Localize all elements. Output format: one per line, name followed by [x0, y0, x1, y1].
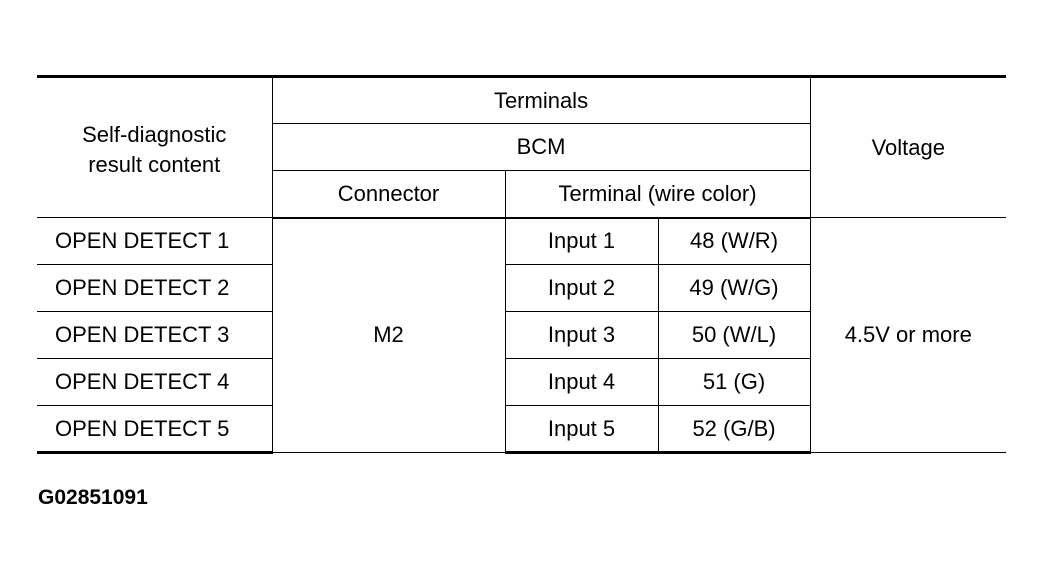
result-cell: OPEN DETECT 4	[37, 358, 273, 406]
terminal-cell: 48 (W/R)	[657, 217, 811, 265]
terminal-cell: 51 (G)	[657, 358, 811, 406]
input-cell: Input 5	[504, 405, 659, 454]
header-row-terminals: Self-diagnostic result content Terminals…	[37, 75, 1007, 218]
input-cell: Input 4	[504, 358, 659, 406]
terminal-cell: 49 (W/G)	[657, 264, 811, 312]
connector-cell: M2	[271, 217, 506, 453]
header-unit: BCM	[271, 123, 811, 171]
header-result-content-label: Self-diagnostic result content	[82, 121, 227, 177]
table-row: OPEN DETECT 3 Input 3 50 (W/L)	[37, 311, 1006, 359]
table-row: OPEN DETECT 4 Input 4 51 (G)	[37, 358, 1006, 406]
diagnostic-table: Self-diagnostic result content Terminals…	[37, 75, 1007, 454]
result-cell: OPEN DETECT 2	[37, 264, 273, 312]
table-row: OPEN DETECT 1 M2 Input 1 48 (W/R) 4.5V o…	[37, 217, 1007, 453]
header-connector: Connector	[271, 170, 506, 219]
table-row: OPEN DETECT 5 Input 5 52 (G/B)	[37, 405, 1006, 454]
figure-code: G02851091	[38, 486, 148, 509]
result-cell: OPEN DETECT 3	[37, 311, 273, 359]
header-voltage: Voltage	[809, 75, 1007, 218]
terminal-cell: 50 (W/L)	[657, 311, 811, 359]
header-row-columns: Connector Terminal (wire color)	[37, 170, 1006, 219]
result-cell: OPEN DETECT 5	[37, 405, 273, 454]
input-cell: Input 1	[504, 217, 659, 265]
voltage-cell: 4.5V or more	[809, 217, 1007, 453]
result-cell: OPEN DETECT 1	[37, 217, 273, 265]
input-cell: Input 3	[504, 311, 659, 359]
header-terminals: Terminals	[271, 75, 811, 124]
header-result-content: Self-diagnostic result content	[37, 75, 273, 218]
header-row-unit: BCM	[37, 123, 1006, 171]
header-terminal-wire-color: Terminal (wire color)	[504, 170, 811, 219]
terminal-cell: 52 (G/B)	[657, 405, 811, 454]
input-cell: Input 2	[504, 264, 659, 312]
